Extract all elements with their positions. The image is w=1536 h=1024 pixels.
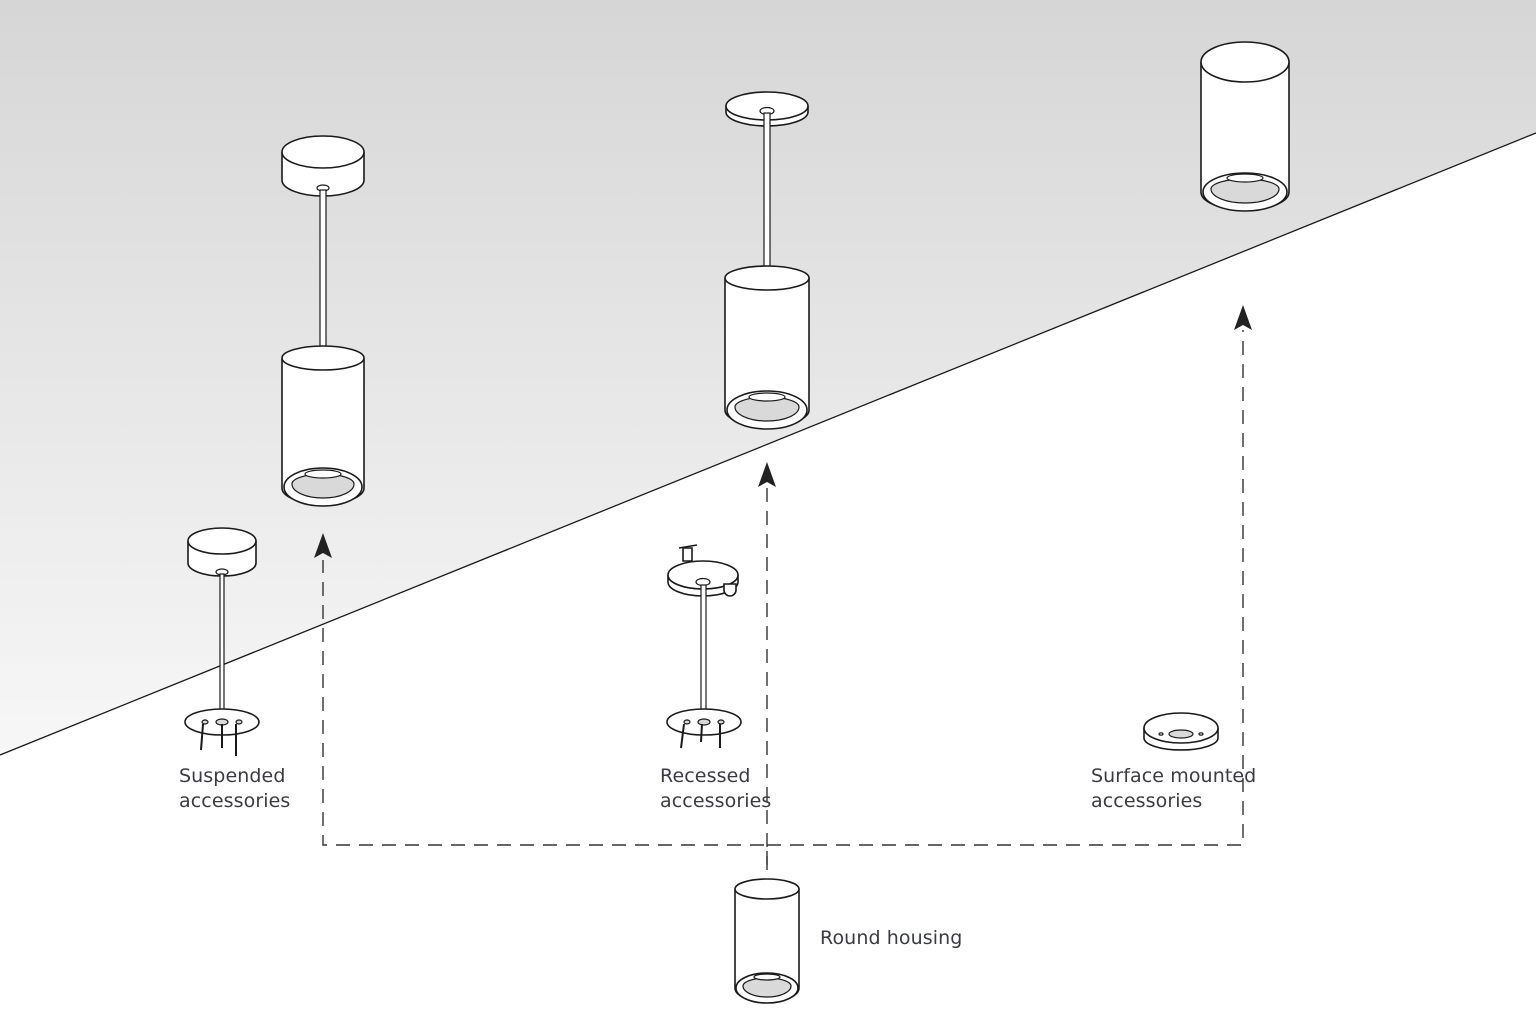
round-housing-label: Round housing	[820, 926, 962, 951]
connector-to-suspended	[322, 560, 768, 865]
arrow-up-suspended	[314, 533, 332, 558]
recessed-accessories-icon	[666, 544, 742, 749]
cylinder-housing-icon	[734, 878, 800, 1004]
recessed-label-line1: Recessed	[660, 765, 751, 787]
arrow-up-surface	[1234, 305, 1252, 330]
arrowheads	[314, 305, 1252, 558]
surface-accessories-icon	[1143, 712, 1219, 751]
recessed-accessories-label: Recessed accessories	[660, 764, 771, 814]
surface-label-line2: accessories	[1091, 790, 1203, 812]
suspended-label-line2: accessories	[179, 790, 291, 812]
recessed-pendant-light-icon	[724, 91, 810, 430]
suspended-label-line1: Suspended	[179, 765, 286, 787]
suspended-accessories-label: Suspended accessories	[179, 764, 290, 814]
connector-paths	[322, 330, 1244, 870]
surface-mounted-light-icon	[1200, 41, 1290, 212]
surface-label-line1: Surface mounted	[1091, 765, 1257, 787]
suspended-accessories-icon	[184, 527, 260, 756]
arrow-up-recessed	[758, 462, 776, 487]
ceiling-edge-line	[0, 132, 1536, 756]
recessed-label-line2: accessories	[660, 790, 772, 812]
surface-accessories-label: Surface mounted accessories	[1091, 764, 1256, 814]
round-housing-text: Round housing	[820, 927, 963, 949]
pendant-light-icon	[281, 135, 365, 507]
